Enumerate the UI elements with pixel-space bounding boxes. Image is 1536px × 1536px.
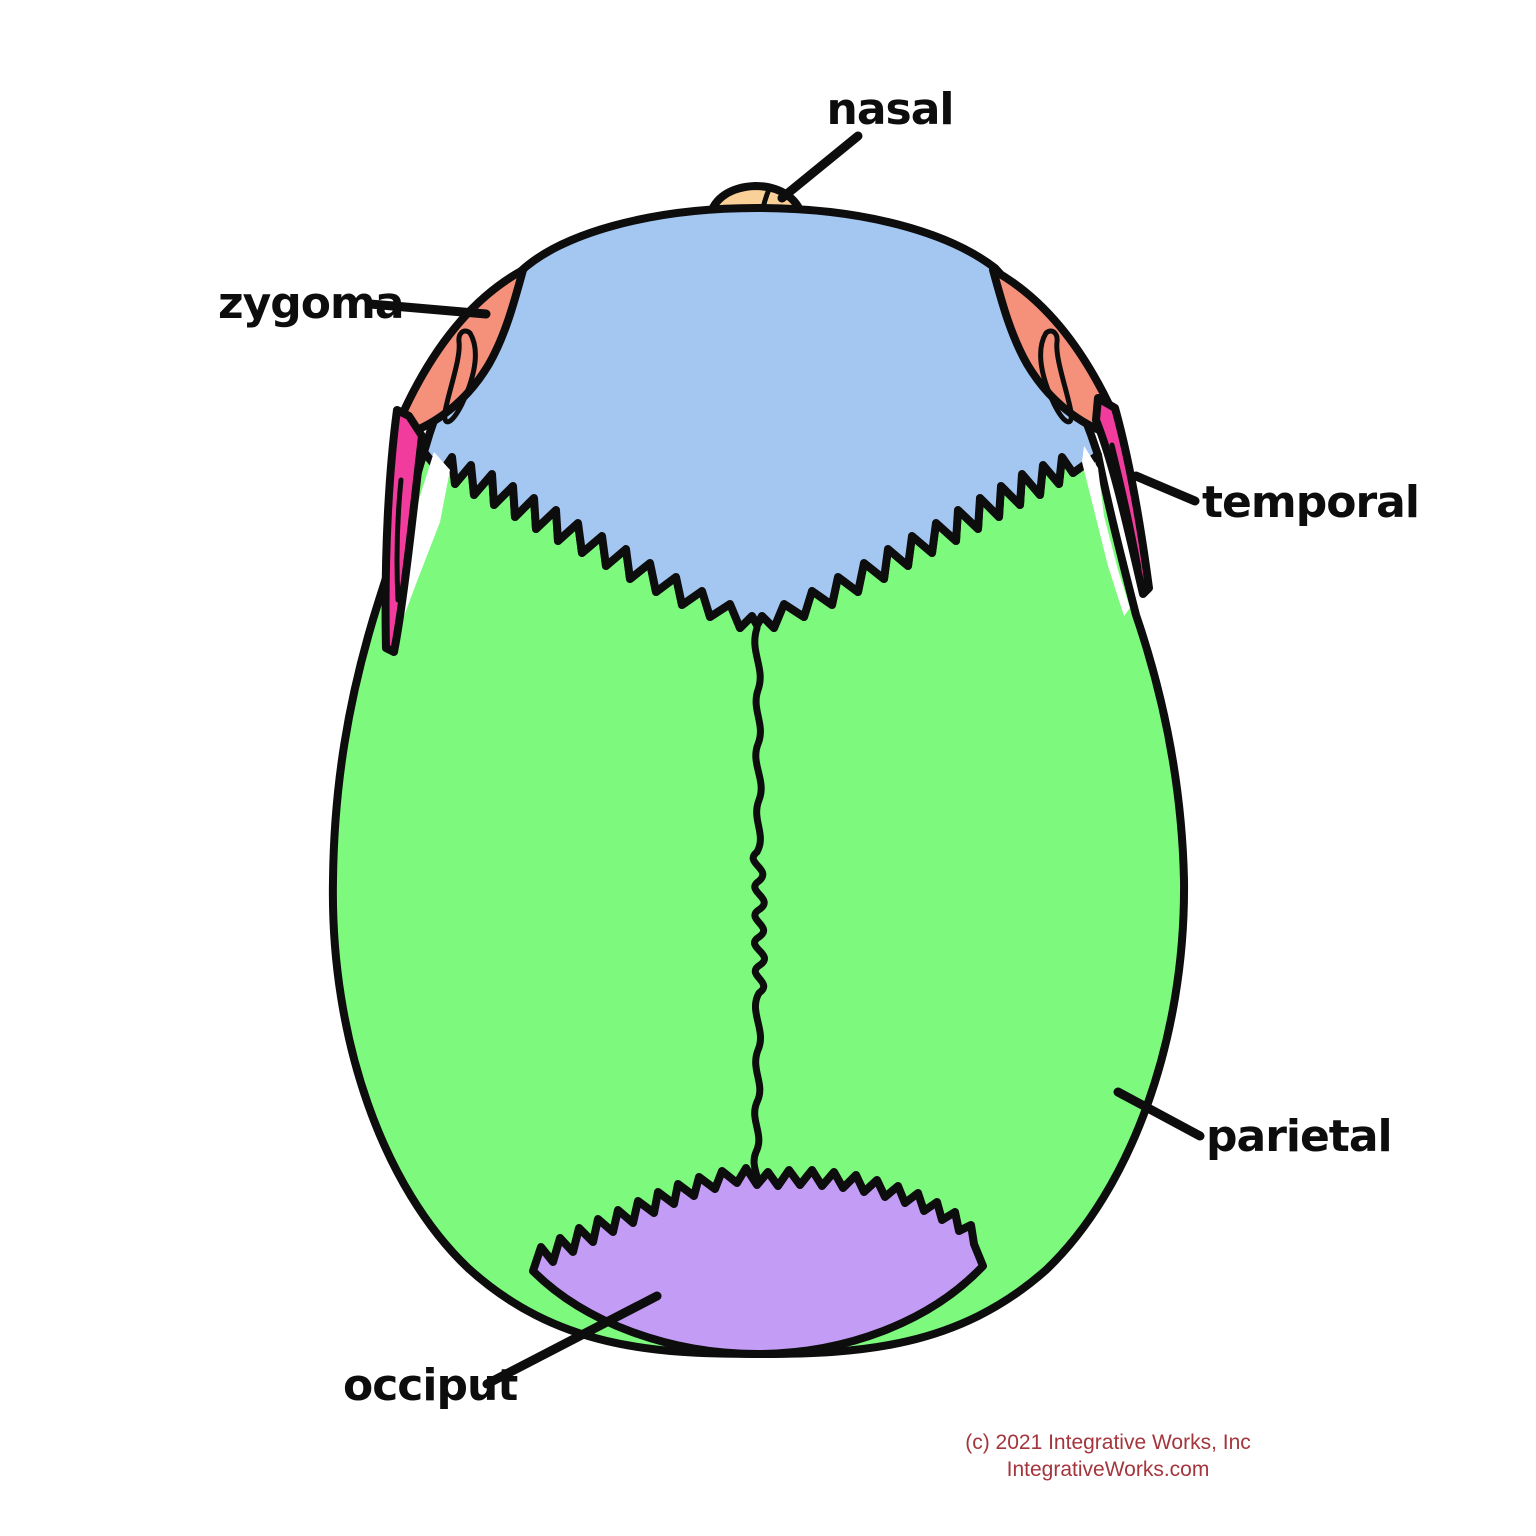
temporal-bone-left-detail	[394, 477, 404, 603]
sagittal-suture-line	[749, 624, 768, 1189]
copyright-footer: (c) 2021 Integrative Works, Inc Integrat…	[965, 1431, 1251, 1481]
leader-line-temporal	[1131, 471, 1200, 506]
label-zygoma: zygoma	[218, 278, 404, 329]
label-occiput: occiput	[343, 1360, 518, 1411]
leader-line-parietal	[1113, 1087, 1205, 1141]
temporal-fossa-gap-right	[1082, 446, 1130, 616]
zygomatic-arch-right-detail	[1038, 328, 1074, 425]
copyright-line1: (c) 2021 Integrative Works, Inc	[965, 1431, 1251, 1454]
frontal-bone-shape	[420, 204, 1102, 632]
leader-line-zygoma	[365, 299, 491, 319]
copyright-line2: IntegrativeWorks.com	[1007, 1458, 1210, 1481]
temporal-bone-right-detail	[1109, 442, 1142, 571]
label-parietal: parietal	[1206, 1111, 1392, 1162]
zygomatic-arch-left-detail	[442, 328, 478, 425]
temporal-fossa-gap-left	[396, 452, 450, 632]
leader-line-nasal	[777, 131, 863, 203]
leader-line-occiput	[482, 1291, 662, 1389]
bone-labels: nasal zygoma temporal parietal occiput	[218, 84, 1420, 1411]
label-temporal: temporal	[1202, 477, 1419, 528]
temporal-bone-left-shape	[381, 406, 426, 656]
leader-lines	[365, 131, 1205, 1389]
occipital-bone-shape	[529, 1164, 987, 1358]
label-nasal: nasal	[827, 84, 954, 135]
